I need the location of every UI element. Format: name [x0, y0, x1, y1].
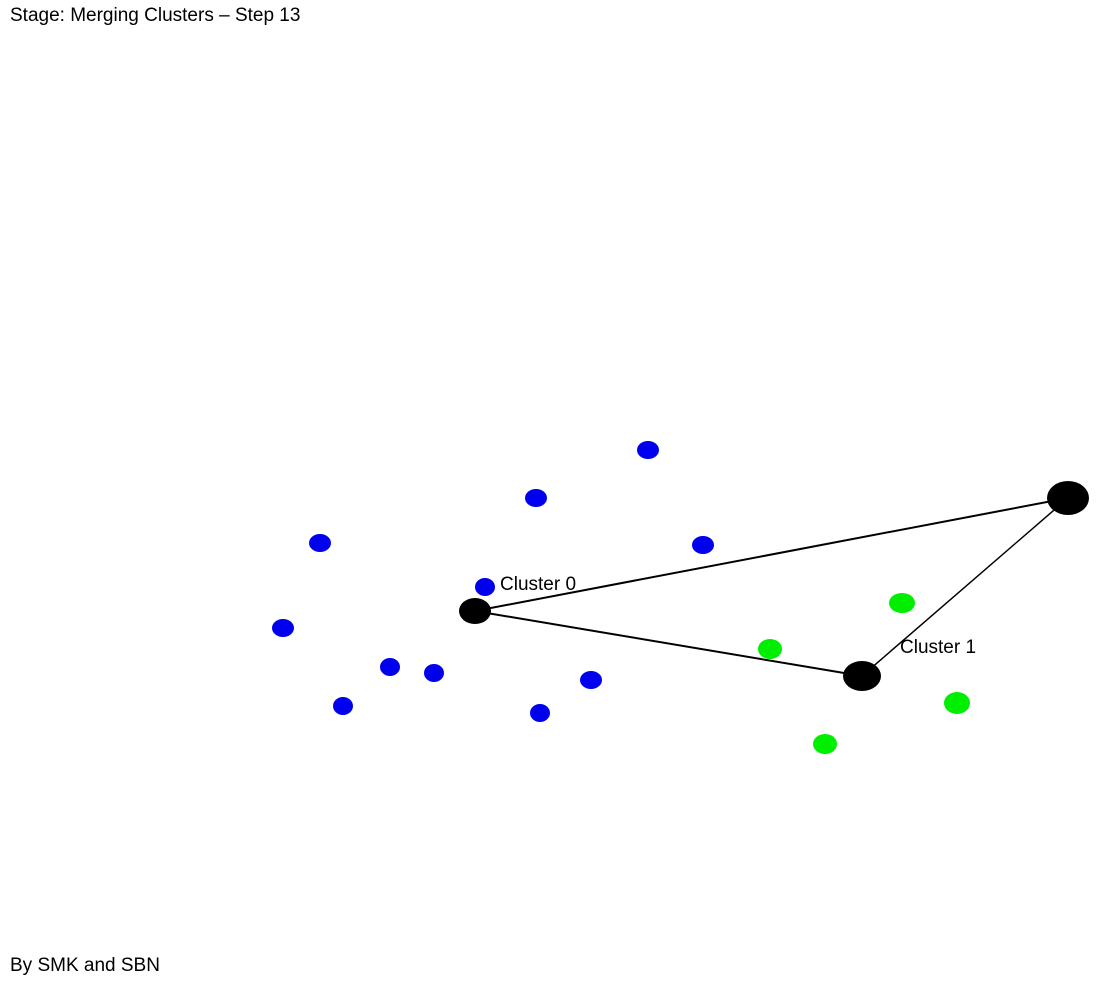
cluster-1-points	[758, 593, 970, 754]
cluster-1-label: Cluster 1	[900, 637, 976, 658]
cluster-0-points	[272, 441, 714, 722]
stage-title: Stage: Merging Clusters – Step 13	[10, 5, 301, 26]
cluster-0-label: Cluster 0	[500, 574, 576, 595]
data-point	[309, 534, 331, 552]
data-point	[758, 639, 782, 659]
data-point	[272, 619, 294, 637]
credits-footer: By SMK and SBN	[10, 955, 160, 976]
centroid-cluster-1	[843, 661, 881, 691]
data-point	[525, 489, 547, 507]
centroid-cluster-0	[459, 598, 491, 624]
data-point	[333, 697, 353, 715]
data-point	[944, 692, 970, 714]
data-point	[424, 664, 444, 682]
data-point	[380, 658, 400, 676]
data-point	[889, 593, 915, 613]
centroids	[459, 481, 1089, 691]
connector-line	[474, 497, 1069, 612]
data-point	[813, 734, 837, 754]
data-point	[637, 441, 659, 459]
data-point	[475, 578, 495, 596]
data-point	[530, 704, 550, 722]
data-point	[692, 536, 714, 554]
centroid-merged	[1047, 481, 1089, 515]
connector-line	[861, 497, 1069, 677]
data-point	[580, 671, 602, 689]
connector-line	[474, 610, 863, 677]
